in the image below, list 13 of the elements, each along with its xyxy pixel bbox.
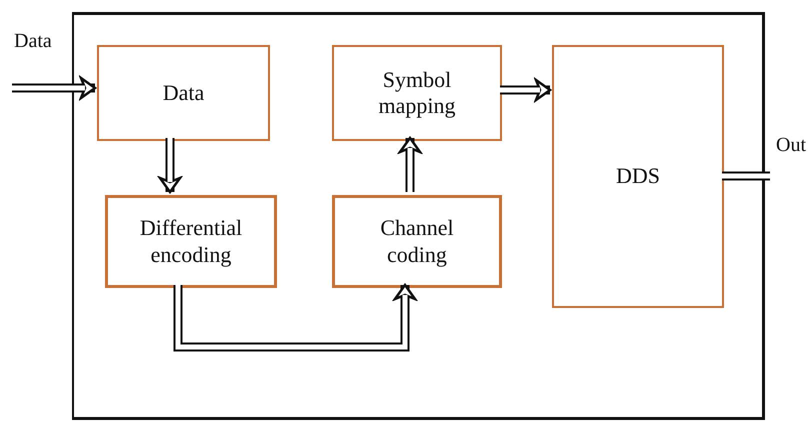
- box-label: Differential encoding: [138, 215, 244, 268]
- process-box: [332, 45, 502, 141]
- box-label: Channel coding: [379, 215, 455, 268]
- process-box: [552, 45, 724, 308]
- process-box: [332, 195, 502, 288]
- box-label: DDS: [616, 163, 660, 190]
- process-box: [97, 45, 270, 141]
- process-box: [105, 195, 277, 288]
- edge-label: Data: [14, 30, 52, 53]
- system-frame: [72, 12, 765, 420]
- box-label: Data: [162, 80, 204, 106]
- edge-label: Out: [776, 134, 806, 157]
- box-label: Symbol mapping: [378, 66, 456, 120]
